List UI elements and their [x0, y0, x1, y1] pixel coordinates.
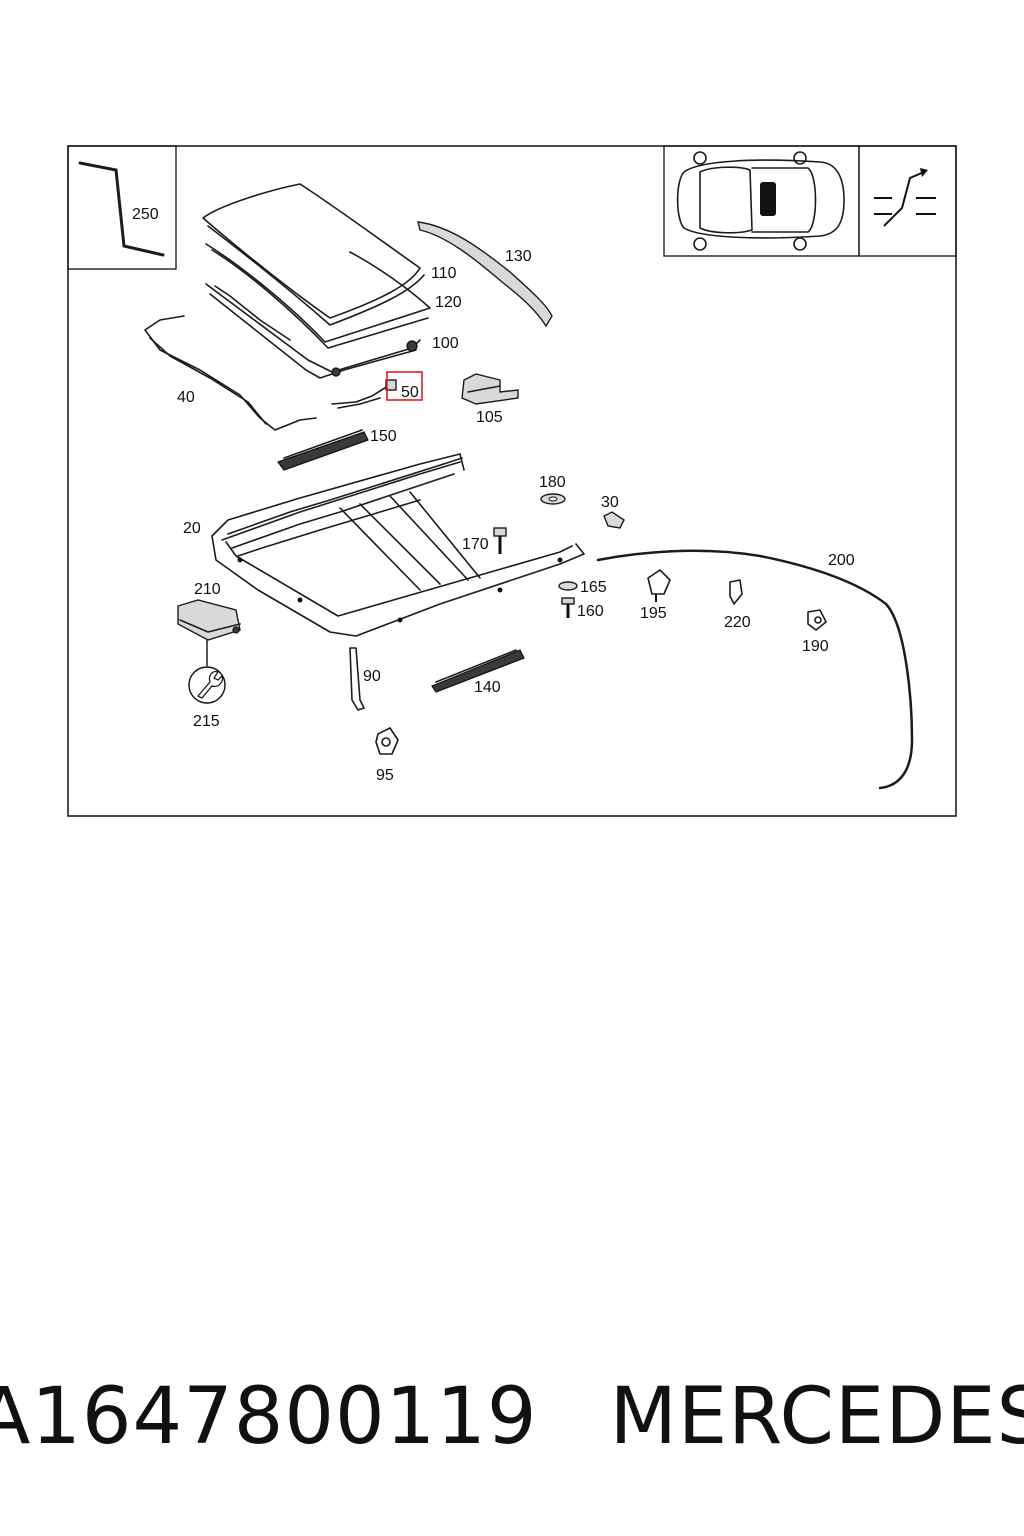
label-50: 50	[401, 384, 419, 401]
label-40: 40	[177, 389, 195, 406]
label-140: 140	[474, 679, 501, 696]
part-90-hose	[349, 647, 365, 711]
part-200-drain-hose	[596, 549, 914, 790]
label-210: 210	[194, 581, 221, 598]
label-160: 160	[577, 603, 604, 620]
part-190-clip	[807, 609, 827, 631]
label-100: 100	[432, 335, 459, 352]
label-170: 170	[462, 536, 489, 553]
part-110-glass-panel	[202, 183, 425, 326]
label-250: 250	[132, 206, 159, 223]
label-200: 200	[828, 552, 855, 569]
part-30-nut	[603, 511, 625, 529]
part-220-connector	[729, 579, 743, 605]
part-210-motor	[177, 599, 241, 641]
sunroof-parts-diagram: 250 110 120 100 130 40 50 105 150 180 30…	[67, 145, 957, 817]
label-150: 150	[370, 428, 397, 445]
part-215-wrench-icon	[188, 666, 226, 704]
part-140-trim	[431, 649, 525, 693]
part-100-carrier	[205, 283, 421, 379]
part-95-grommet	[375, 727, 399, 755]
part-20-main-frame	[211, 453, 585, 637]
label-215: 215	[193, 713, 220, 730]
part-120-frame	[205, 243, 431, 349]
part-150-trim	[277, 429, 369, 471]
part-number: A1647800119	[0, 1372, 538, 1462]
label-195: 195	[640, 605, 667, 622]
part-130-seal-strip	[417, 221, 553, 328]
part-195-clip	[647, 569, 671, 602]
inset-box-part-250	[67, 145, 177, 270]
part-170-bolt	[493, 527, 507, 554]
footer-caption: A1647800119 MERCEDES	[0, 1372, 1024, 1462]
part-160-bolt	[561, 597, 575, 618]
label-120: 120	[435, 294, 462, 311]
part-250-rod	[78, 161, 165, 257]
label-220: 220	[724, 614, 751, 631]
label-90: 90	[363, 668, 381, 685]
vehicle-icon	[676, 151, 845, 251]
label-105: 105	[476, 409, 503, 426]
label-30: 30	[601, 494, 619, 511]
highlight-box-part-50	[386, 371, 423, 401]
part-165-washer	[558, 581, 578, 591]
sunroof-marker	[760, 182, 776, 216]
label-190: 190	[802, 638, 829, 655]
part-105-guide-slide	[461, 373, 519, 405]
label-110: 110	[431, 265, 457, 282]
inset-box-symbol	[858, 145, 957, 257]
diagram-frame	[67, 145, 957, 817]
label-95: 95	[376, 767, 394, 784]
label-180: 180	[539, 474, 566, 491]
part-40-wind-deflector	[144, 315, 317, 431]
label-20: 20	[183, 520, 201, 537]
label-165: 165	[580, 579, 607, 596]
installation-symbol-icon	[874, 168, 936, 227]
part-180-washer	[540, 493, 566, 505]
part-50-cable	[331, 379, 397, 409]
brand-name: MERCEDES	[609, 1372, 1024, 1462]
label-130: 130	[505, 248, 532, 265]
